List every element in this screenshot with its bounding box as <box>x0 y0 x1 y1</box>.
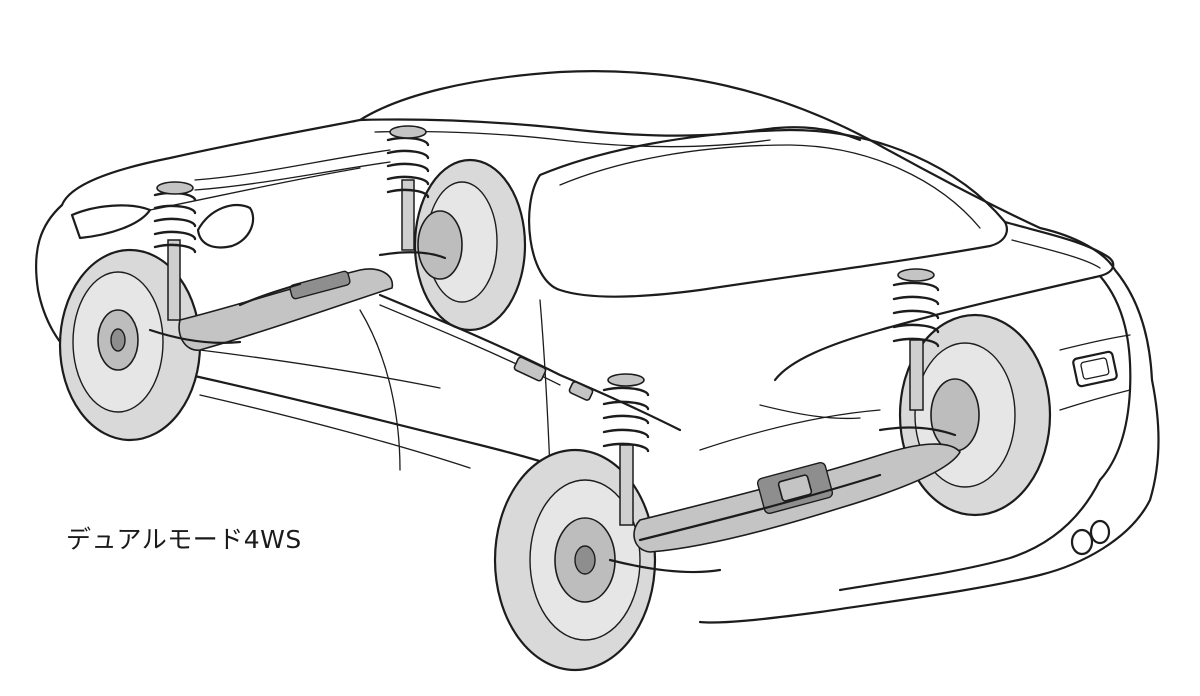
front-steering-rack <box>178 149 394 351</box>
diagram-caption: デュアルモード4WS <box>66 525 302 554</box>
front-tie-rod <box>378 251 447 260</box>
rear-lower-arm <box>608 558 722 574</box>
front-right-wheel <box>413 158 527 332</box>
rear-steering-unit <box>633 404 961 553</box>
front-right-strut <box>386 125 430 251</box>
center-linkage-shaft <box>378 293 682 432</box>
front-left-wheel <box>58 248 202 442</box>
rear-right-strut <box>892 268 940 411</box>
front-lower-arm <box>148 328 242 344</box>
rear-tie-rod <box>878 426 957 437</box>
front-left-strut <box>153 181 197 321</box>
rear-left-strut <box>602 373 650 526</box>
rear-left-wheel <box>493 448 657 672</box>
car-body <box>34 70 1160 624</box>
